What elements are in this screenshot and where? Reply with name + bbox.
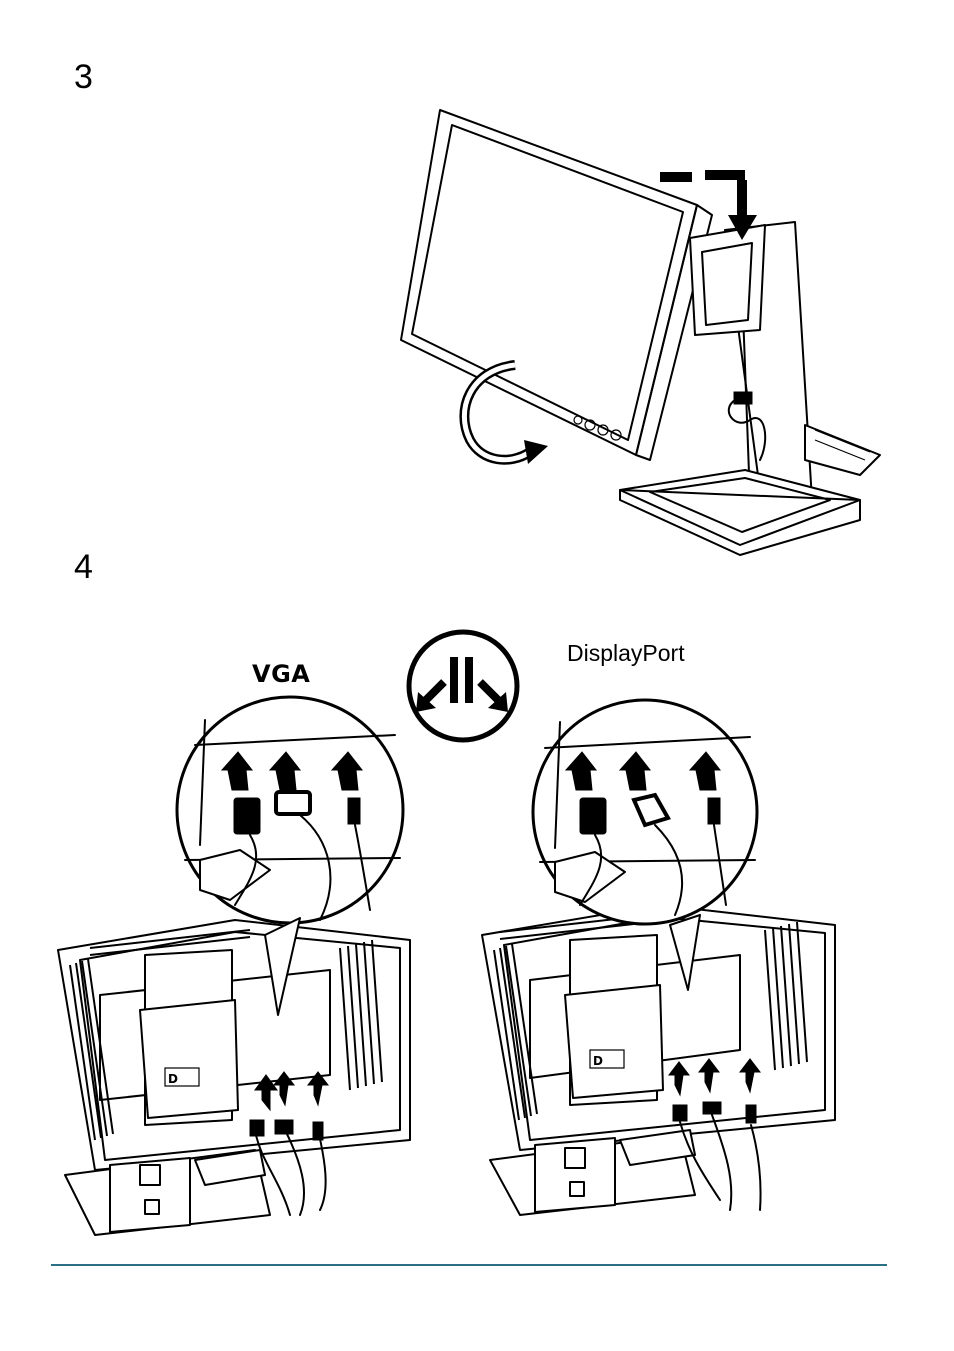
monitor-back-vga: D bbox=[58, 920, 410, 1235]
footer-divider bbox=[51, 1264, 887, 1266]
svg-text:D: D bbox=[593, 1054, 603, 1068]
monitor-back-displayport: D bbox=[482, 905, 835, 1215]
svg-text:D: D bbox=[168, 1072, 178, 1086]
cable-connection-illustration: D bbox=[0, 0, 954, 1260]
either-or-icon bbox=[409, 632, 517, 740]
